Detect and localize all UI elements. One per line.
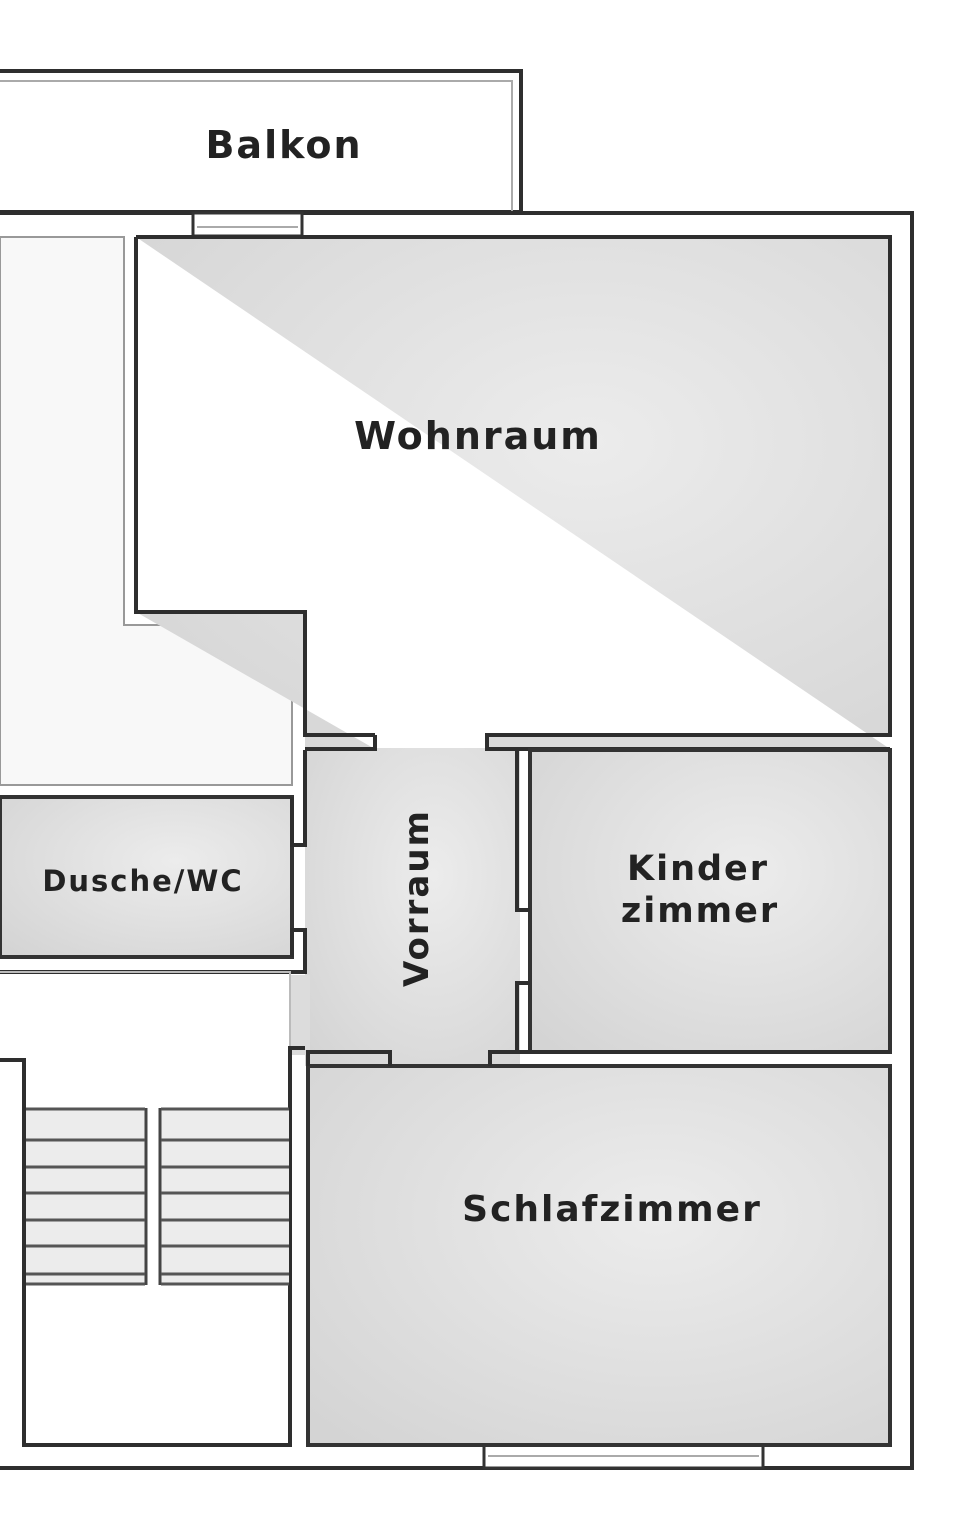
- adjacent-area: [0, 236, 293, 786]
- dusche-wc-room: [0, 795, 294, 959]
- stairwell: [0, 1046, 305, 1447]
- schlafzimmer-room: [306, 1064, 892, 1447]
- label-schlafzimmer: Schlafzimmer: [462, 1189, 762, 1230]
- label-dusche-wc: Dusche/WC: [42, 864, 243, 898]
- label-kinderzimmer-1: Kinder: [627, 849, 769, 889]
- vorraum-area: [305, 748, 520, 1066]
- outer-walls: [0, 211, 914, 1470]
- label-vorraum: Vorraum: [397, 809, 437, 987]
- window-top: [191, 211, 304, 238]
- kinderzimmer-room: [528, 748, 892, 1054]
- label-kinderzimmer-2: zimmer: [621, 891, 779, 931]
- label-wohnraum: Wohnraum: [354, 414, 602, 458]
- stair-treads: [26, 1107, 289, 1286]
- label-balkon: Balkon: [205, 123, 362, 167]
